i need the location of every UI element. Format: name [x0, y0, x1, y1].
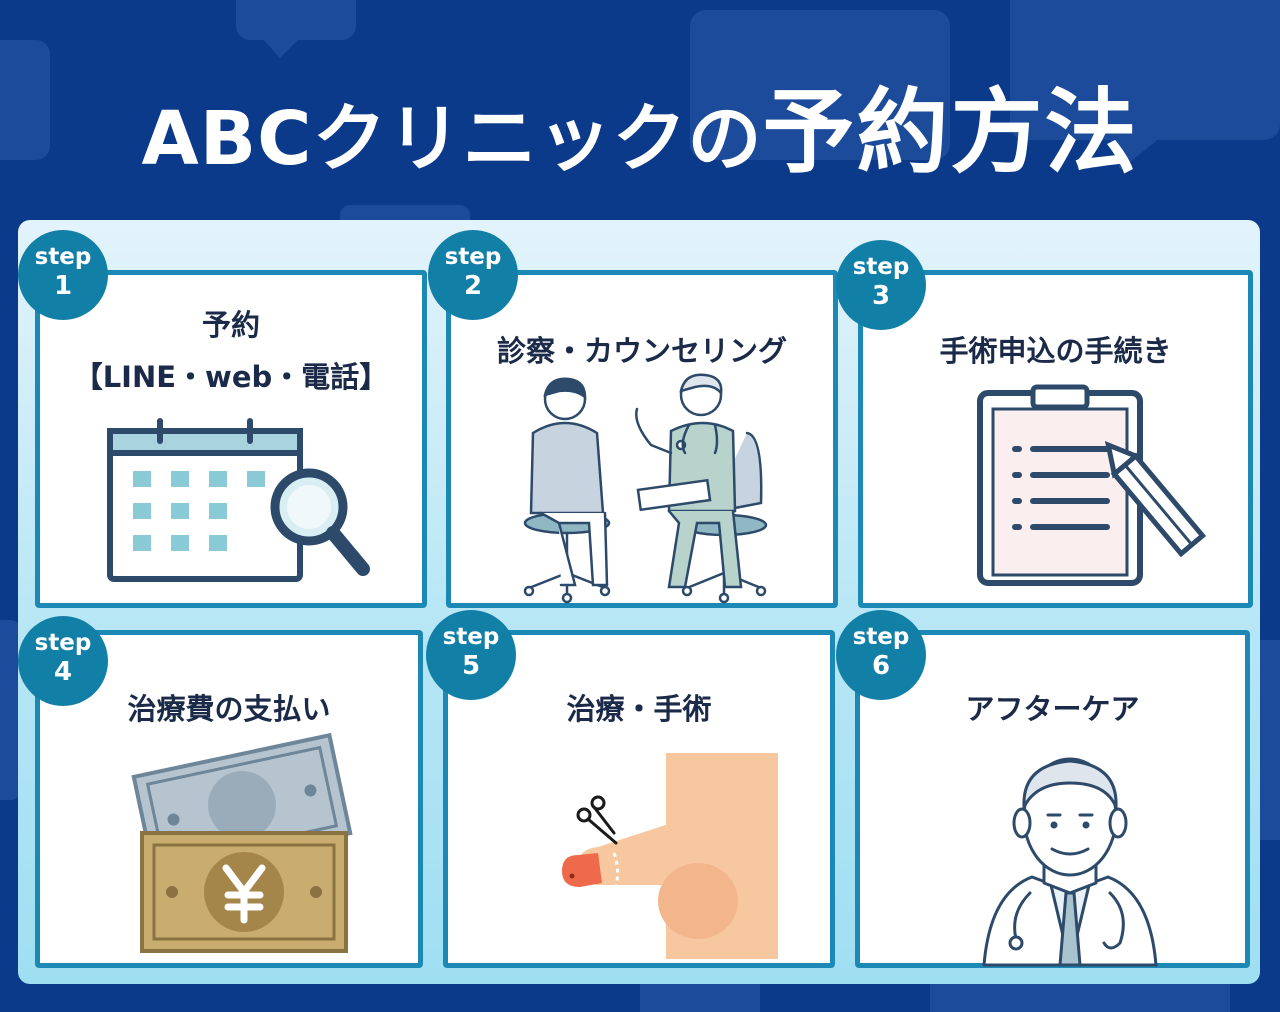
step-badge-4-word: step	[34, 630, 92, 656]
step-6-label: アフターケア	[965, 692, 1140, 726]
step-card-4: 治療費の支払い	[35, 630, 423, 968]
step-badge-4-number: 4	[53, 657, 73, 687]
step-badge-5-word: step	[442, 624, 500, 650]
step-card-5: 治療・手術	[443, 630, 835, 968]
calendar-search-icon	[107, 418, 370, 582]
step-badge-6-number: 6	[871, 651, 891, 681]
step-badge-5-number: 5	[461, 651, 481, 681]
yen-banknotes-icon	[131, 732, 353, 953]
step-badge-1: step 1	[18, 230, 108, 320]
page-title-part1: ABCクリニックの	[141, 96, 763, 182]
step-1-label-line2: 【LINE・web・電話】	[73, 360, 389, 394]
step-4-label: 治療費の支払い	[127, 692, 331, 726]
page-title: ABCクリニックの予約方法	[0, 58, 1280, 188]
step-badge-3-word: step	[852, 254, 910, 280]
step-badge-6-word: step	[852, 624, 910, 650]
step-badge-2: step 2	[428, 230, 518, 320]
step-2-label: 診察・カウンセリング	[496, 334, 787, 368]
step-badge-4: step 4	[18, 616, 108, 706]
step-badge-2-number: 2	[463, 271, 483, 301]
page-title-part2: 予約方法	[762, 79, 1139, 186]
step-badge-3-number: 3	[871, 281, 891, 311]
surgery-scissors-icon	[562, 753, 778, 959]
step-badge-6: step 6	[836, 610, 926, 700]
step-3-label: 手術申込の手続き	[939, 334, 1172, 368]
step-card-3: 手術申込の手続き	[858, 270, 1253, 608]
step-badge-1-number: 1	[53, 271, 73, 301]
step-1-label-line1: 予約	[201, 308, 260, 342]
clipboard-pencil-icon	[977, 384, 1207, 586]
step-badge-3: step 3	[836, 240, 926, 330]
step-card-2: 診察・カウンセリング	[446, 270, 838, 608]
doctor-patient-consultation-icon	[523, 373, 768, 604]
step-badge-1-word: step	[34, 244, 92, 270]
step-badge-2-word: step	[444, 244, 502, 270]
step-card-1: 予約 【LINE・web・電話】	[35, 270, 427, 608]
step-card-6: アフターケア	[855, 630, 1250, 968]
doctor-icon	[982, 757, 1158, 967]
step-badge-5: step 5	[426, 610, 516, 700]
step-5-label: 治療・手術	[566, 692, 712, 726]
